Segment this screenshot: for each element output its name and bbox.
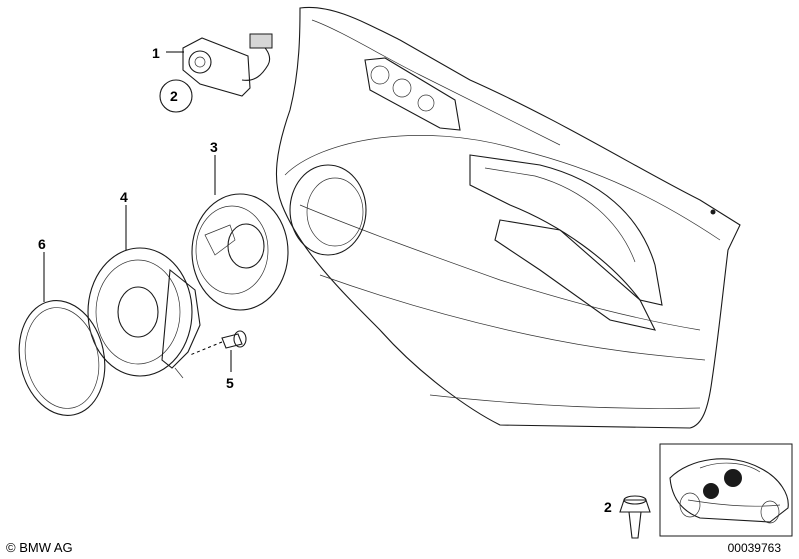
location-marker-icon (724, 469, 742, 487)
tweeter-part (159, 79, 193, 113)
copyright-text: © BMW AG (6, 540, 73, 555)
cable-connector (249, 33, 273, 49)
callout-6: 6 (38, 236, 46, 252)
leader-lines (43, 51, 232, 372)
car-location-inset (659, 443, 793, 537)
door-trim-panel (275, 6, 741, 429)
loudspeaker-part (87, 247, 201, 379)
location-marker-icon (703, 483, 719, 499)
callout-3: 3 (210, 139, 218, 155)
callout-circle (159, 79, 193, 113)
callout-5: 5 (226, 375, 234, 391)
screw-part (189, 330, 247, 356)
callout-2: 2 (170, 88, 178, 104)
door-trim-hole-icon (710, 209, 716, 215)
inset-callout-2: 2 (604, 499, 612, 515)
tweeter-bracket-part (182, 33, 273, 97)
clip-fastener-part (619, 495, 651, 539)
callout-4: 4 (120, 189, 128, 205)
callout-1: 1 (152, 45, 160, 61)
speaker-housing-part (191, 193, 289, 311)
drawing-number: 00039763 (727, 541, 781, 555)
speaker-grille-part (18, 300, 106, 416)
